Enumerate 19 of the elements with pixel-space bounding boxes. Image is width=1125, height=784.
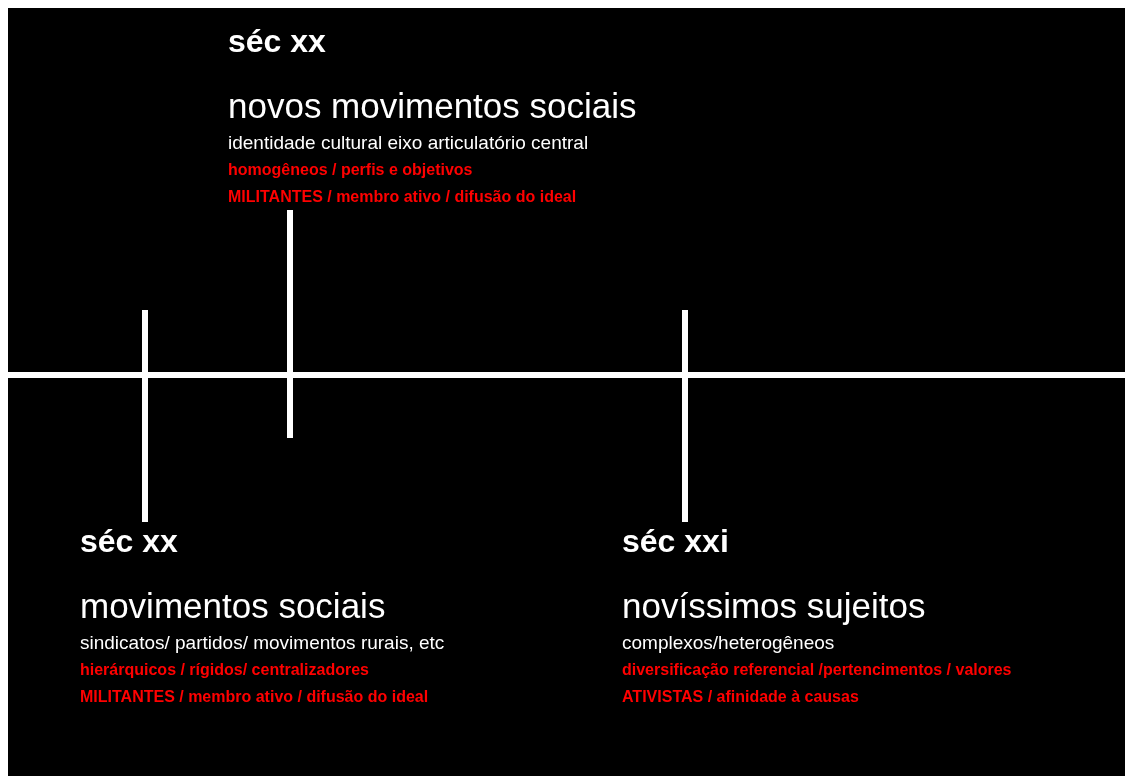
period-heading: séc xx xyxy=(80,522,178,560)
tick-line xyxy=(142,378,148,522)
characteristics-text: hierárquicos / rígidos/ centralizadores xyxy=(80,660,369,680)
characteristics-text: diversificação referencial /pertencimentos / valores xyxy=(622,660,1012,680)
timeline-axis xyxy=(8,372,1125,378)
period-heading: séc xxi xyxy=(622,522,729,560)
characteristics-text: homogêneos / perfis e objetivos xyxy=(228,160,473,180)
participants-text: MILITANTES / membro ativo / difusão do ideal xyxy=(228,187,577,207)
tick-line xyxy=(682,378,688,522)
period-title: novíssimos sujeitos xyxy=(622,585,926,627)
period-heading: séc xx xyxy=(228,22,326,60)
participants-text: ATIVISTAS / afinidade à causas xyxy=(622,687,859,707)
participants-text: MILITANTES / membro ativo / difusão do ideal xyxy=(80,687,429,707)
description-text: sindicatos/ partidos/ movimentos rurais, etc xyxy=(80,631,445,655)
description-text: identidade cultural eixo articulatório central xyxy=(228,131,589,155)
period-title: novos movimentos sociais xyxy=(228,85,637,127)
tick-line xyxy=(287,210,293,372)
period-title: movimentos sociais xyxy=(80,585,386,627)
description-text: complexos/heterogêneos xyxy=(622,631,835,655)
